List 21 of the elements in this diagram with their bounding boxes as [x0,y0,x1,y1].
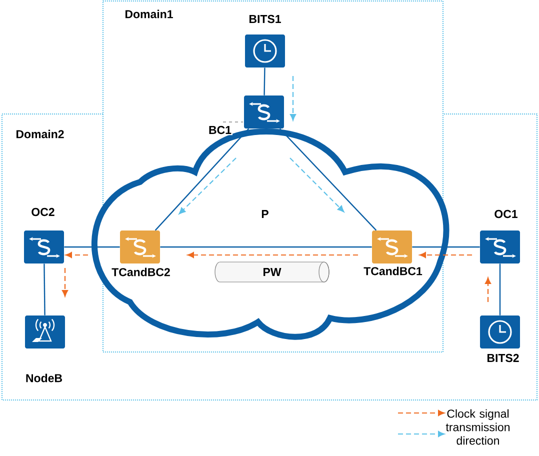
connector-line [264,68,266,96]
device-label: BITS2 [486,352,520,364]
device-label: TCandBC1 [362,266,424,276]
device-label: NodeB [24,372,64,384]
legend-text: Clock signal transmission direction [446,409,510,445]
connector-line [279,128,377,231]
connector-line [412,246,480,248]
device-label: BC1 [208,124,232,136]
pseudowire-cylinder: PW [214,262,330,282]
domain-label: Domain2 [16,130,64,138]
connector-line [64,246,120,248]
connector-line [160,246,372,248]
connector-line [499,264,501,316]
cloud-label: P [262,210,268,218]
device-label: OC2 [30,206,56,218]
domain-label: Domain1 [125,10,173,18]
device-label: OC1 [493,208,519,220]
connector-line [44,264,46,316]
connector-line [154,128,250,231]
device-label: TCandBC2 [110,266,172,278]
device-label: BITS1 [248,14,282,24]
